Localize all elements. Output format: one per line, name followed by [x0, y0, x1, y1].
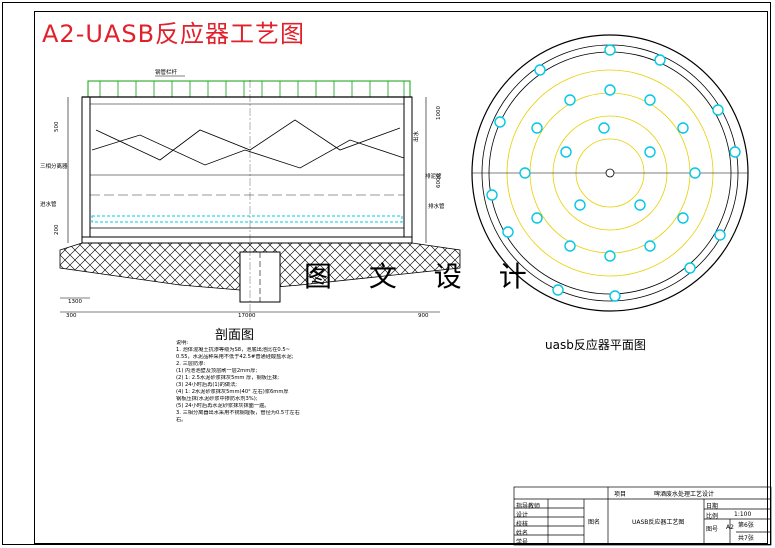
plan-nozzles	[486, 44, 741, 302]
tb-fig-label: 图名	[588, 519, 601, 526]
design-notes: 说明: 1. 池体混凝土抗渗等级为S8，池底出池比在0.5~ 0.55，水泥品种…	[176, 340, 336, 424]
dim-200: 200	[54, 224, 60, 235]
dim-1000: 1000	[436, 106, 442, 120]
tb-project-label: 项目	[614, 491, 627, 498]
tb-sheet-b: 共7张	[738, 535, 754, 542]
tb-check: 校核	[516, 521, 529, 528]
distribution-pipe	[91, 215, 403, 223]
tb-scale-value: 1:100	[734, 511, 752, 518]
note-line: (1) 内池池壁及顶层刷一层2mm厚;	[176, 368, 258, 374]
tank-right-wall	[403, 96, 413, 238]
dim-1300: 1300	[68, 299, 82, 305]
inner-border	[34, 11, 768, 544]
tb-fig-value: UASB反应器工艺图	[632, 519, 685, 526]
section-caption: 剖面图	[215, 328, 255, 343]
dim-500: 500	[54, 121, 60, 132]
tb-design: 设计	[516, 512, 529, 519]
railing-posts	[99, 81, 405, 97]
note-line: (5) 24小时后再水泥砂浆抹灰抹面一遍。	[176, 403, 270, 409]
title-block-lines	[513, 486, 772, 546]
note-line: 0.55，水泥品种采用不低于42.5#普通硅酸盐水泥;	[176, 354, 294, 360]
dim-300: 300	[66, 313, 77, 319]
tank-base	[81, 236, 413, 244]
note-line: 右。	[176, 417, 187, 423]
dim-6000: 6000	[436, 174, 442, 188]
note-line: 3. 三相分离器出水采用不锈钢堰板，管径为0.5寸左右	[176, 410, 300, 416]
plan-center	[605, 168, 615, 178]
label-inlet: 进水管	[40, 200, 57, 208]
label-sludge: 排泥管	[425, 172, 442, 180]
section-view: 500 200 1000 6000 1300 300 17000 900 钢管栏…	[40, 68, 461, 320]
title-block: 项目 啤酒废水处理工艺设计 指导教师 设计 校核 姓名 学号 图名 UASB反应…	[514, 487, 771, 546]
dim-17000: 17000	[238, 313, 256, 319]
plan-caption: uasb反应器平面图	[545, 338, 646, 352]
note-line: (3) 24小时后再(1)的做法;	[176, 382, 238, 388]
sump	[239, 251, 281, 303]
tb-name: 姓名	[516, 530, 529, 537]
separator-upper	[95, 119, 401, 161]
note-line: 说明:	[176, 340, 189, 346]
drawing-title: A2-UASB反应器工艺图	[42, 20, 306, 48]
label-three-phase: 三相分离器	[40, 162, 68, 170]
separator-lower	[91, 134, 405, 169]
tb-sheet-mark: A2	[726, 524, 734, 531]
label-outlet: 出水	[412, 130, 420, 142]
watermark-text: 图 文 设 计	[304, 260, 541, 293]
note-line: (4) 1: 2水泥砂浆抹灰5mm(40° 左右)浆6mm厚	[176, 389, 289, 395]
note-line: 2. 三层防渗:	[176, 361, 206, 367]
plan-view	[471, 34, 749, 312]
tb-project-value: 啤酒废水处理工艺设计	[654, 491, 715, 498]
tb-id: 学号	[516, 539, 529, 546]
note-line: 1. 池体混凝土抗渗等级为S8，池底出池比在0.5~	[176, 347, 290, 353]
tank-left-wall	[81, 96, 91, 238]
dim-900: 900	[418, 313, 429, 319]
tb-advisor: 指导教师	[516, 503, 541, 510]
note-line: (2) 1: 2.5水泥砂浆抹灰5mm 厚，钢板压抹;	[176, 375, 279, 381]
note-line: 钢板压抹(水泥砂浆中掺防水剂3%);	[176, 396, 258, 402]
tb-date-label: 日期	[706, 503, 719, 510]
tb-figno-label: 图号	[706, 526, 719, 533]
label-drain: 排水管	[428, 202, 445, 210]
label-railing: 钢管栏杆	[155, 68, 178, 76]
tb-sheet-a: 第6张	[738, 522, 754, 529]
tb-scale-label: 比例	[706, 513, 719, 520]
